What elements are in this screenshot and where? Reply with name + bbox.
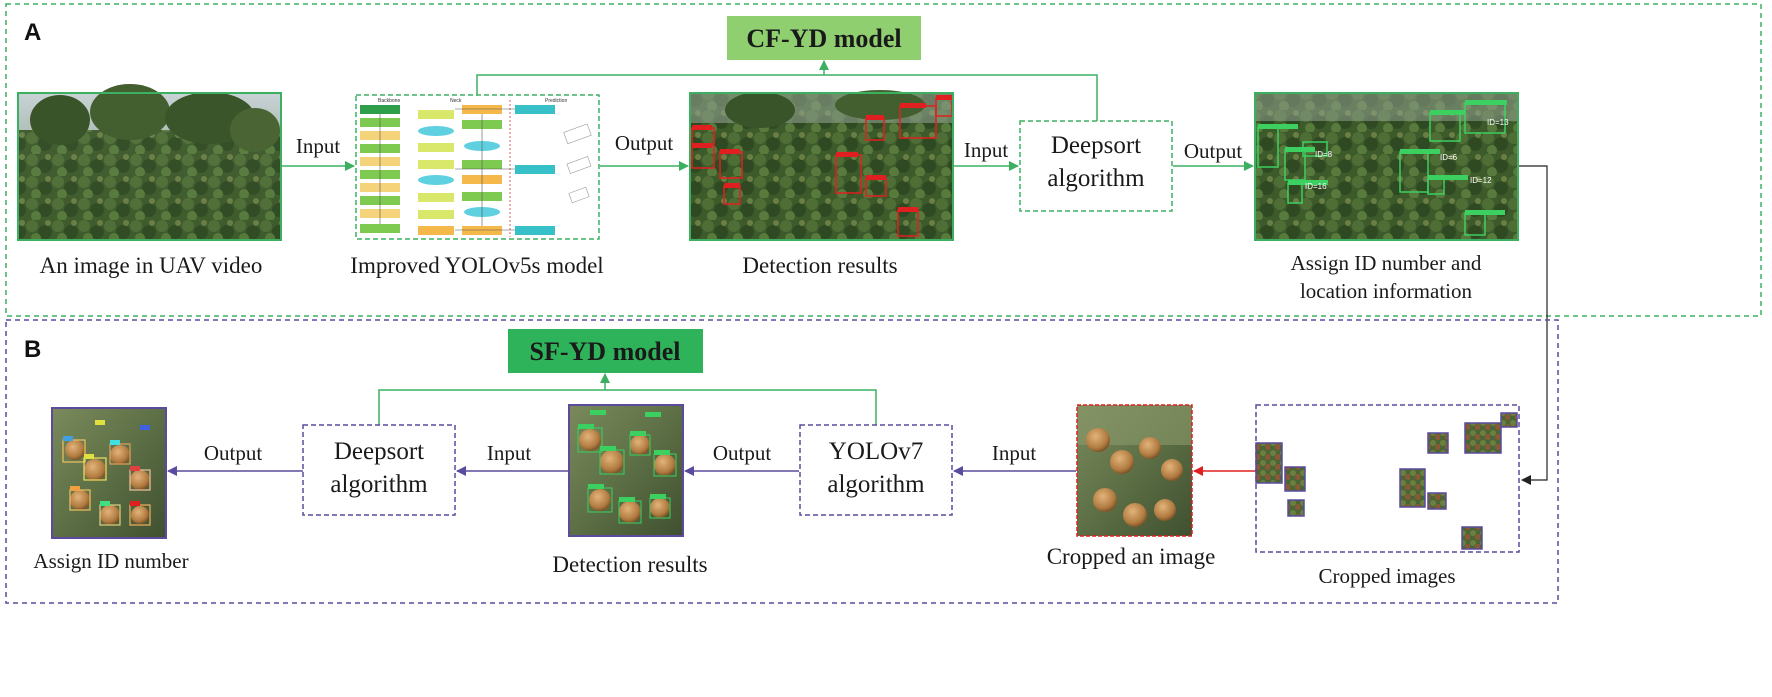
assign-id-caption: Assign ID number	[33, 549, 188, 573]
network-label-prediction: Prediction	[545, 98, 567, 104]
deepsort-b-line1: Deepsort	[334, 438, 424, 465]
cropped-images-set	[1255, 404, 1520, 553]
panel-a-letter: A	[24, 19, 41, 46]
cropped-images-caption: Cropped images	[1318, 564, 1455, 588]
sf-yd-feedback-line	[378, 389, 877, 425]
arrow-b-input-1-label: Input	[487, 441, 531, 465]
yolov5s-network-diagram: Backbone Neck Prediction	[355, 94, 600, 240]
track-id-label-5: ID=12	[1470, 176, 1492, 185]
network-label-neck: Neck	[450, 98, 462, 104]
deepsort-b-line2: algorithm	[330, 471, 428, 498]
panel-b-frame	[5, 319, 1559, 604]
network-label-backbone: Backbone	[378, 98, 400, 104]
track-id-label-1: ID=8	[1315, 150, 1333, 159]
detection-results-caption-b: Detection results	[552, 552, 707, 577]
detection-results-image-a	[689, 90, 954, 241]
deepsort-box-b	[302, 424, 456, 516]
tracking-caption-line1: Assign ID number and	[1291, 251, 1482, 275]
detection-results-caption-a: Detection results	[742, 253, 897, 278]
network-caption: Improved YOLOv5s model	[350, 253, 603, 278]
arrow-b-input-2-label: Input	[992, 441, 1036, 465]
cf-yd-feedback-line	[476, 74, 1098, 121]
track-id-label-4: ID=16	[1305, 182, 1327, 191]
yolov7-line1: YOLOv7	[829, 438, 923, 465]
arrow-a-input-2-label: Input	[964, 138, 1008, 162]
sf-yd-title: SF-YD model	[530, 337, 681, 366]
deepsort-a-line1: Deepsort	[1051, 132, 1141, 159]
arrow-a-output-2-label: Output	[1184, 139, 1243, 163]
arrow-a-input-1-label: Input	[296, 134, 340, 158]
track-id-label-2: ID=13	[1487, 118, 1509, 127]
yolov7-line2: algorithm	[827, 471, 925, 498]
yolov7-box	[799, 424, 953, 516]
arrow-b-output-2-label: Output	[713, 441, 772, 465]
arrow-a-output-1-label: Output	[615, 131, 674, 155]
tracking-results-image-a: ID=8 ID=13 ID=6 ID=16 ID=12	[1254, 92, 1519, 241]
connector-a-to-b	[1519, 165, 1548, 485]
uav-image	[17, 84, 282, 241]
tracking-caption-line2: location information	[1300, 279, 1473, 303]
cf-yd-title: CF-YD model	[746, 24, 901, 53]
cropped-image	[1076, 404, 1193, 537]
panel-b-letter: B	[24, 336, 41, 363]
sf-yd-title-box	[508, 329, 703, 373]
deepsort-box-a	[1019, 120, 1173, 212]
cf-yd-title-box	[727, 16, 921, 60]
detection-results-image-b	[568, 404, 684, 537]
panel-a-frame	[5, 3, 1762, 317]
uav-image-caption: An image in UAV video	[40, 253, 263, 278]
track-id-label-3: ID=6	[1440, 153, 1458, 162]
assign-id-image	[51, 407, 167, 539]
cropped-image-caption: Cropped an image	[1047, 544, 1216, 569]
arrow-b-output-1-label: Output	[204, 441, 263, 465]
deepsort-a-line2: algorithm	[1047, 165, 1145, 192]
